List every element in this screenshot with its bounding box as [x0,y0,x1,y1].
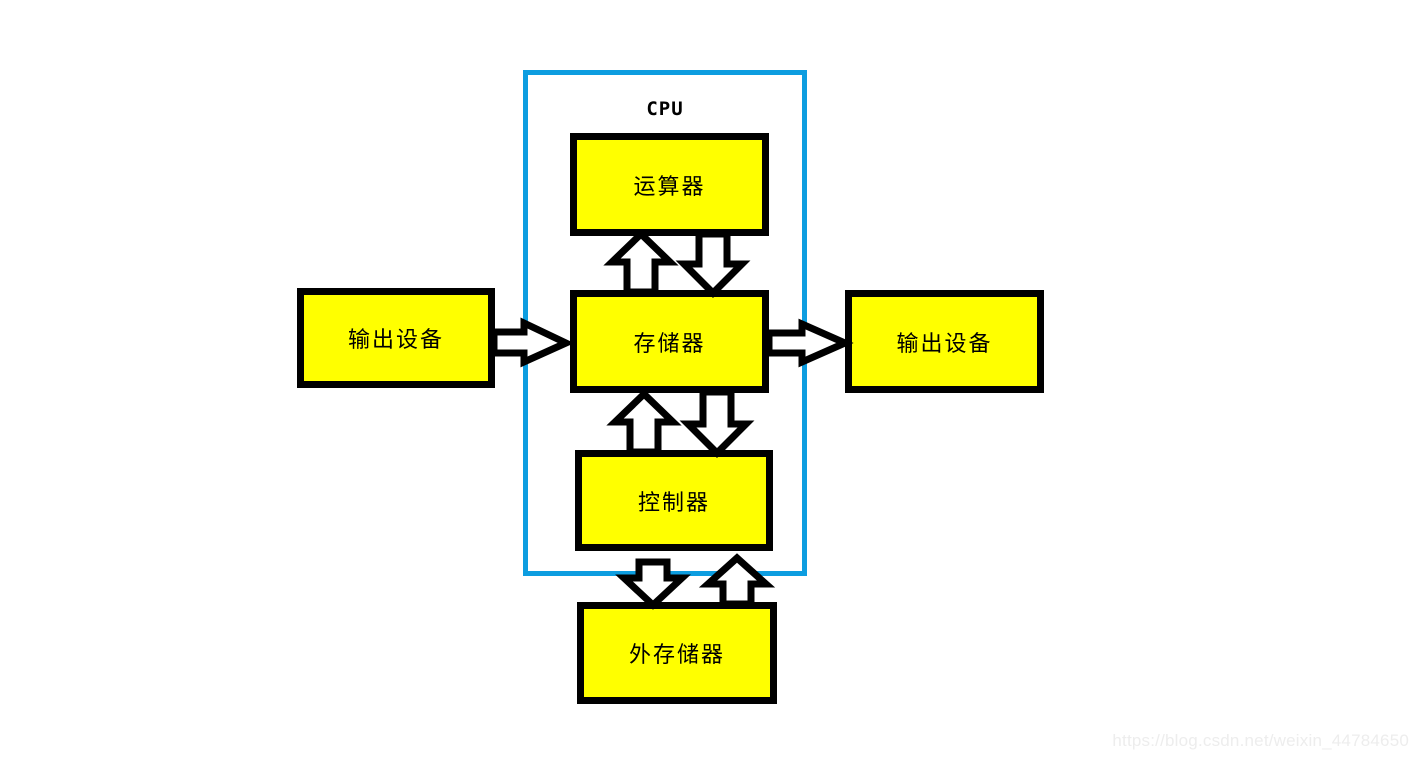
box-external-storage: 外存储器 [577,602,777,704]
box-output-device-label: 输出设备 [896,330,993,356]
box-output-device: 输出设备 [845,290,1044,393]
watermark-text: https://blog.csdn.net/weixin_44784650 [1112,731,1409,750]
box-controller-label: 控制器 [637,489,710,515]
box-input-device-label: 输出设备 [347,327,444,352]
box-memory-label: 存储器 [633,330,706,356]
box-controller: 控制器 [575,450,773,551]
box-external-storage-label: 外存储器 [628,642,725,667]
box-input-device: 输出设备 [297,288,495,388]
box-alu-label: 运算器 [633,173,706,199]
cpu-group-label: CPU [646,98,684,120]
box-alu: 运算器 [570,133,769,236]
box-memory: 存储器 [570,290,769,393]
